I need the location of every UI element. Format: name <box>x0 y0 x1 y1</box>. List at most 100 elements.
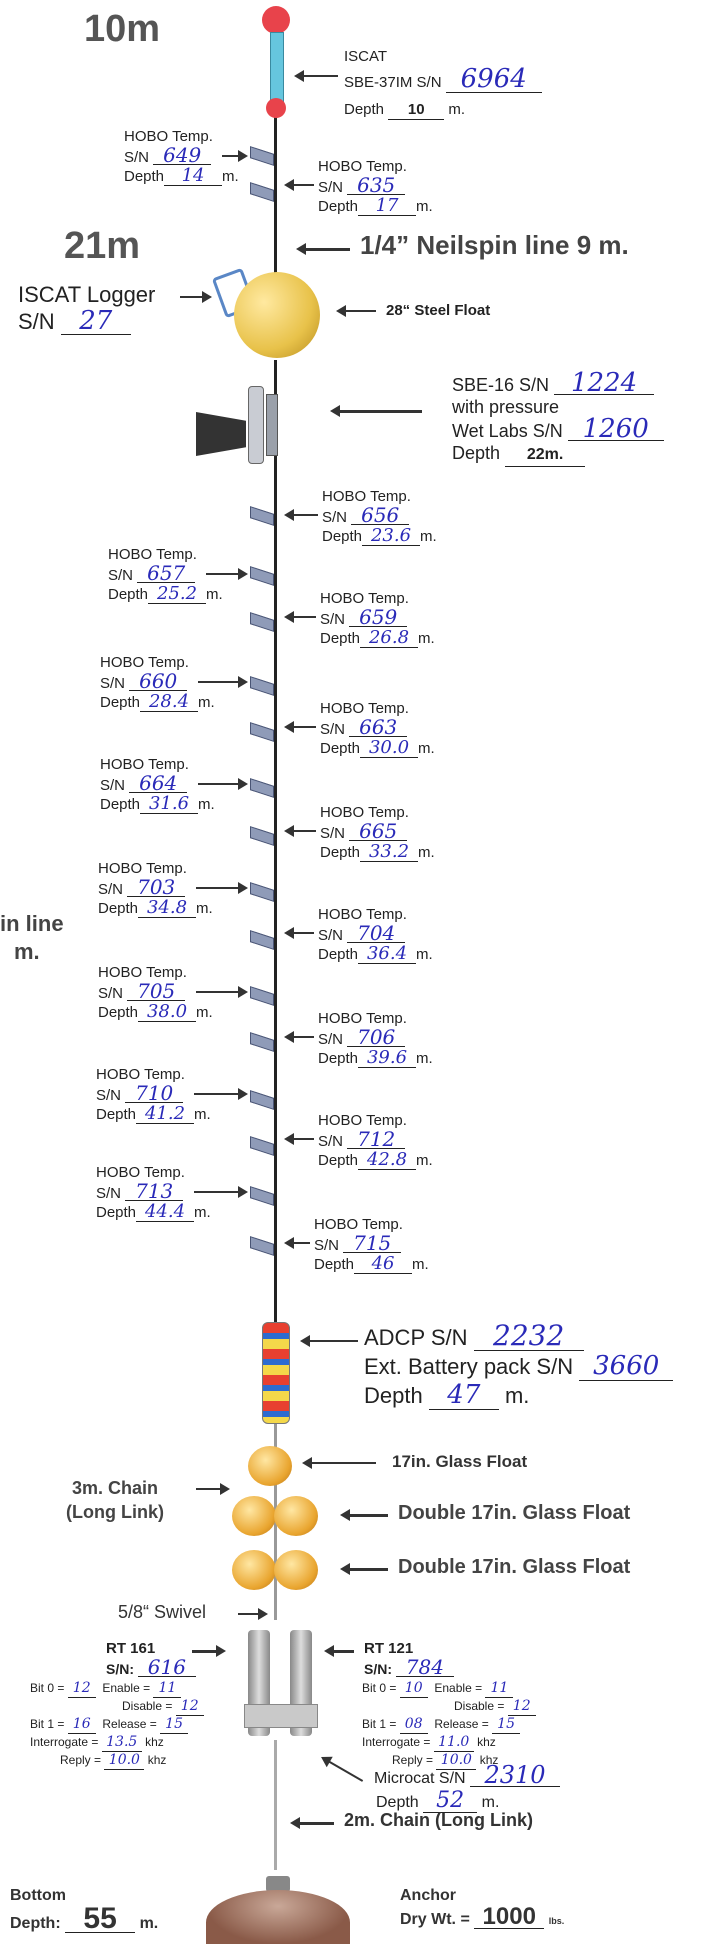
rt161-bit0: 12 <box>67 1680 96 1698</box>
rt121-interrogate: 11.0 <box>433 1734 474 1752</box>
hobo-depth-unit: m. <box>198 694 215 711</box>
hobo-depth-label: Depth <box>100 694 141 711</box>
hobo-sn: 710 <box>125 1083 184 1103</box>
hobo-title: HOBO Temp. <box>100 654 189 671</box>
hobo-depth: 33.2 <box>360 843 419 862</box>
steel-float-arrow <box>336 305 376 317</box>
hobo-sensor <box>250 566 274 586</box>
hobo-sn-label: S/N <box>314 1237 344 1254</box>
hobo-sn: 715 <box>343 1233 402 1253</box>
rt161-sn: 616 <box>137 1657 196 1677</box>
chain3-label: 3m. Chain (Long Link) <box>66 1476 164 1524</box>
hobo-sn-label: S/N <box>322 509 352 526</box>
anchor-weight-value: 1000 <box>474 1905 545 1929</box>
double-float-1-right <box>274 1496 318 1536</box>
adcp-label: ADCP S/N 2232 Ext. Battery pack S/N 3660… <box>364 1322 674 1410</box>
steel-float-label: 28“ Steel Float <box>386 302 491 319</box>
hobo-depth-unit: m. <box>418 630 435 647</box>
rt121-arrow <box>324 1645 354 1657</box>
neilspin-arrow <box>296 243 350 255</box>
adcp-depth-unit: m. <box>504 1383 530 1408</box>
hobo-sn: 706 <box>347 1027 406 1047</box>
hobo-sn-label: S/N <box>108 567 138 584</box>
rt161-interrogate-label: Interrogate = <box>30 1735 99 1749</box>
hobo-depth-unit: m. <box>412 1256 429 1273</box>
iscat-depth-unit: m. <box>448 101 466 118</box>
hobo-arrow <box>196 986 248 998</box>
iscat-depth-label: Depth <box>344 101 385 118</box>
double-float-2-arrow <box>340 1563 388 1575</box>
hobo-sn-label: S/N <box>320 721 350 738</box>
anchor-line2: Dry Wt. = <box>400 1911 470 1928</box>
hobo-title: HOBO Temp. <box>322 488 411 505</box>
chain2-arrow <box>290 1817 334 1829</box>
iscat-model-sn-label: SBE-37IM S/N <box>344 74 442 91</box>
hobo-depth: 44.4 <box>136 1203 195 1222</box>
rt161-enable-label: Enable = <box>102 1681 151 1695</box>
hobo-depth-label: Depth <box>96 1204 137 1221</box>
swivel-arrow <box>238 1608 268 1620</box>
hobo-depth: 28.4 <box>140 693 199 712</box>
hobo-depth-unit: m. <box>416 198 433 215</box>
hobo-title: HOBO Temp. <box>108 546 197 563</box>
hobo-title: HOBO Temp. <box>318 1010 407 1027</box>
glass-float-arrow <box>302 1457 376 1469</box>
hobo-depth: 14 <box>164 167 223 186</box>
hobo-arrow <box>194 1186 248 1198</box>
rt121-reply-label: Reply = <box>392 1753 434 1767</box>
hobo-depth-label: Depth <box>98 900 139 917</box>
hobo-title: HOBO Temp. <box>98 964 187 981</box>
rt121-reply: 10.0 <box>436 1752 477 1770</box>
hobo-depth-label: Depth <box>320 630 361 647</box>
adcp-sn: 2232 <box>473 1322 584 1351</box>
release-frame <box>244 1704 318 1728</box>
microcat-depth-value: 52 <box>423 1790 478 1813</box>
rt121-title: RT 121 <box>364 1640 414 1657</box>
hobo-arrow <box>194 1088 248 1100</box>
iscat-logger-label: ISCAT Logger S/N 27 <box>18 282 155 335</box>
hobo-arrow <box>198 778 248 790</box>
hobo-depth-unit: m. <box>418 740 435 757</box>
hobo-depth-unit: m. <box>194 1204 211 1221</box>
rt161-sn-row: S/N: 616 <box>106 1657 196 1678</box>
hobo-sensor <box>250 1236 274 1256</box>
hobo-depth: 39.6 <box>358 1049 417 1068</box>
hobo-sensor <box>250 986 274 1006</box>
hobo-sensor <box>250 778 274 798</box>
hobo-depth-unit: m. <box>198 796 215 813</box>
microcat-sn: 2310 <box>470 1763 561 1787</box>
hobo-depth-unit: m. <box>194 1106 211 1123</box>
hobo-depth: 26.8 <box>360 629 419 648</box>
rt161-interrogate: 13.5 <box>101 1734 142 1752</box>
glass-float-label: 17in. Glass Float <box>392 1452 528 1471</box>
steel-float <box>234 272 320 358</box>
hobo-sn-label: S/N <box>124 149 154 166</box>
hobo-depth-label: Depth <box>318 946 359 963</box>
hobo-depth-unit: m. <box>416 1050 433 1067</box>
adcp-depth-value: 47 <box>428 1381 499 1410</box>
microcat-sn-label: Microcat S/N <box>374 1770 466 1787</box>
hobo-depth: 25.2 <box>148 585 207 604</box>
anchor-label: Anchor Dry Wt. = 1000 lbs. <box>400 1886 564 1931</box>
iscat-sn: 6964 <box>445 66 542 93</box>
rt121-interrogate-label: Interrogate = <box>362 1735 431 1749</box>
hobo-sn: 635 <box>347 175 406 195</box>
double-float-1-left <box>232 1496 276 1536</box>
double-float-2-right <box>274 1550 318 1590</box>
hobo-arrow <box>284 611 316 623</box>
sbe16-sn: 1224 <box>554 370 655 396</box>
rt161-release-label: Release = <box>102 1717 157 1731</box>
hobo-depth-unit: m. <box>222 168 239 185</box>
battery-label: Ext. Battery pack S/N <box>364 1354 574 1379</box>
sbe16-arrow <box>330 405 422 417</box>
hobo-depth-label: Depth <box>318 198 359 215</box>
iscat-depth-value: 10 <box>388 101 445 120</box>
hobo-depth: 31.6 <box>140 795 199 814</box>
hobo-depth-label: Depth <box>320 844 361 861</box>
